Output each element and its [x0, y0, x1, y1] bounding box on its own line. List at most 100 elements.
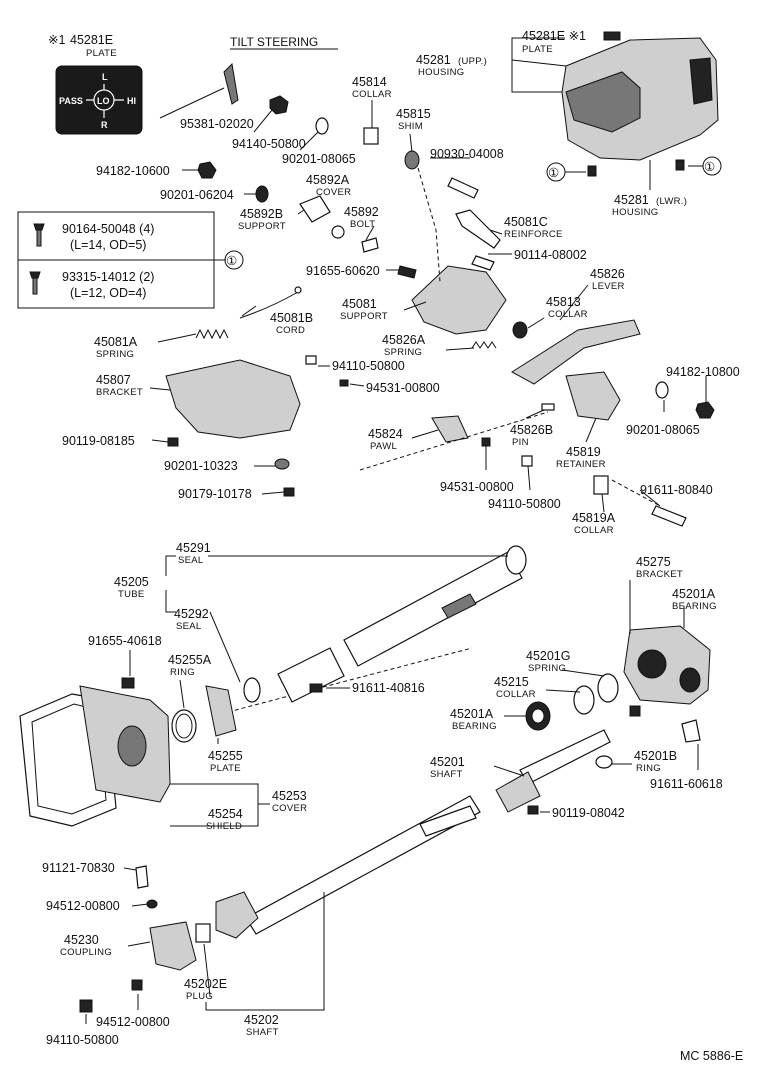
desc-45892A: COVER [316, 187, 351, 198]
pawl-45824 [431, 415, 469, 443]
label-91611-60618: 91611-60618 [650, 777, 723, 791]
desc-45253: COVER [272, 803, 307, 814]
washer-94512-00800a [146, 899, 158, 909]
housing-upper [561, 31, 719, 161]
nut-near-bracket [629, 705, 641, 717]
label-45201G: 45201G [526, 649, 570, 663]
label-90201-06204: 90201-06204 [160, 188, 234, 202]
plate-lo-text: LO [97, 96, 110, 106]
bolt-91611-60618 [681, 719, 701, 743]
label-45230: 45230 [64, 933, 99, 947]
pin-95381 [223, 62, 239, 105]
nut-94110-50800b [521, 455, 533, 467]
desc-45275: BRACKET [636, 569, 683, 580]
washer-90201-08065b [655, 381, 669, 399]
label-94140: 94140-50800 [232, 137, 306, 151]
desc-45215: COLLAR [496, 689, 536, 700]
label-45081B: 45081B [270, 311, 313, 325]
desc-45081: SUPPORT [340, 311, 388, 322]
clip-94531-00800a [339, 379, 349, 387]
label-90179: 90179-10178 [178, 487, 252, 501]
label-45292: 45292 [174, 607, 209, 621]
desc-45201A-top: BEARING [672, 601, 717, 612]
bolt-box: ① 90164-50048 (4) (L=14, OD=5) 93315-140… [17, 211, 244, 309]
washer-90201-06204 [255, 185, 269, 203]
desc-45281-lwr: HOUSING [612, 207, 658, 218]
label-45281E-top: 45281E ※1 [522, 29, 586, 43]
desc-45815: SHIM [398, 121, 423, 132]
desc-45892B: SUPPORT [238, 221, 286, 232]
plate-hi-text: HI [127, 96, 136, 106]
desc-45202: SHAFT [246, 1027, 279, 1038]
reinforce-45081C [455, 209, 501, 249]
shield-hole [117, 725, 147, 767]
label-94512-00800b: 94512-00800 [96, 1015, 170, 1029]
desc-45254: SHIELD [206, 821, 242, 832]
shaft-45202 [215, 795, 481, 939]
desc-45291: SEAL [178, 555, 204, 566]
label-94531-00800b: 94531-00800 [440, 480, 514, 494]
shim-45815 [404, 150, 420, 170]
label-91655-60620: 91655-60620 [306, 264, 380, 278]
bracket-45275 [623, 625, 711, 705]
label-45814: 45814 [352, 75, 387, 89]
label-45201A-top: 45201A [672, 587, 716, 601]
collar-45813 [512, 321, 528, 339]
bolt-45892 [361, 237, 379, 253]
bolt-row1-part: 90164-50048 (4) [62, 222, 154, 236]
screw-shank-2 [32, 277, 38, 295]
tube-45205 [343, 545, 527, 667]
label-45281-lwr: 45281 [614, 193, 649, 207]
label-94531-00800a: 94531-00800 [366, 381, 440, 395]
label-45813: 45813 [546, 295, 581, 309]
nut-94110-50800a [305, 355, 317, 365]
label-45201A-low: 45201A [450, 707, 494, 721]
nut-94182-10800 [695, 401, 715, 419]
ring-45201B [595, 755, 613, 769]
plate-insert-part: 45281E [70, 33, 113, 47]
bolt-90119-08042 [527, 805, 539, 815]
desc-45255: PLATE [210, 763, 241, 774]
ref-mark-1-box: ① [226, 254, 237, 268]
plate-insert-desc: PLATE [86, 48, 117, 59]
clip-94531-00800b [481, 437, 491, 447]
label-90119-08042: 90119-08042 [552, 806, 625, 820]
bolt-91611-40816 [309, 683, 323, 693]
plate-l-text: L [102, 72, 108, 82]
desc-45255A: RING [170, 667, 195, 678]
circle-label-1a: ① [548, 166, 559, 180]
plate-45281E-icon [603, 31, 621, 41]
spring-45826A [471, 341, 497, 349]
label-45826: 45826 [590, 267, 625, 281]
leader-lines [85, 87, 707, 1024]
spring-45081A [195, 328, 229, 340]
desc-45201B: RING [636, 763, 661, 774]
bolt-91655-60620 [397, 265, 417, 279]
label-45202: 45202 [244, 1013, 279, 1027]
tube-lower-sleeve [243, 647, 345, 703]
label-90119-08185: 90119-08185 [62, 434, 135, 448]
label-94512-00800a: 94512-00800 [46, 899, 120, 913]
cord-45081B [239, 291, 299, 319]
label-94182-10800: 94182-10800 [666, 365, 740, 379]
label-91655-40618: 91655-40618 [88, 634, 162, 648]
washer-90201-10323 [274, 458, 290, 470]
label-94110-50800b: 94110-50800 [488, 497, 561, 511]
screw-icon-housing-a [587, 165, 597, 177]
part-labels: 45281E ※1 PLATE 45281 (UPP.) HOUSING 452… [42, 29, 740, 1047]
suffix-45281-upp: (UPP.) [458, 56, 487, 67]
plate-icon [55, 65, 143, 135]
desc-45819: RETAINER [556, 459, 606, 470]
label-45892A: 45892A [306, 173, 350, 187]
ref-circle-1-box [224, 250, 244, 270]
cover-shield-45253 [19, 685, 171, 827]
desc-45230: COUPLING [60, 947, 112, 958]
label-91121: 91121-70830 [42, 861, 115, 875]
desc-45814: COLLAR [352, 89, 392, 100]
desc-45892: BOLT [350, 219, 375, 230]
label-45205: 45205 [114, 575, 149, 589]
plate-pass-text: PASS [59, 96, 83, 106]
label-45081A: 45081A [94, 335, 138, 349]
desc-45202E: PLUG [186, 991, 213, 1002]
